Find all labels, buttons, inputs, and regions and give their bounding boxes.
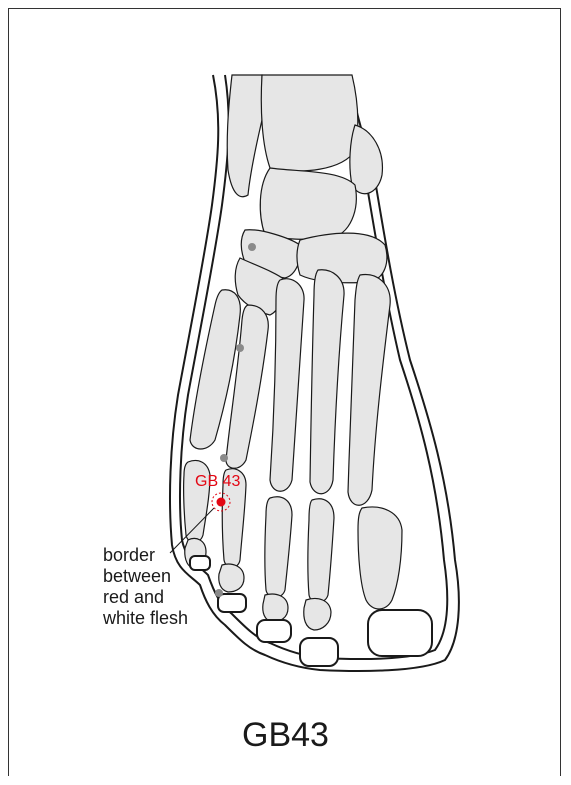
annotation-line: white flesh — [103, 608, 188, 629]
nail-2 — [300, 638, 338, 666]
nail-5 — [190, 556, 210, 570]
annotation-line: red and — [103, 587, 188, 608]
annotation-text: border between red and white flesh — [103, 545, 188, 629]
figure-caption: GB43 — [0, 716, 571, 755]
nail-3 — [257, 620, 291, 642]
reference-dot — [220, 454, 228, 462]
acupoint-label: GB 43 — [195, 473, 240, 491]
reference-dot — [215, 589, 223, 597]
annotation-line: between — [103, 566, 188, 587]
nail-1 — [368, 610, 432, 656]
metatarsal-bones — [190, 270, 390, 506]
annotation-line: border — [103, 545, 188, 566]
reference-dot — [236, 344, 244, 352]
nail-4 — [218, 594, 246, 612]
reference-dot — [248, 243, 256, 251]
